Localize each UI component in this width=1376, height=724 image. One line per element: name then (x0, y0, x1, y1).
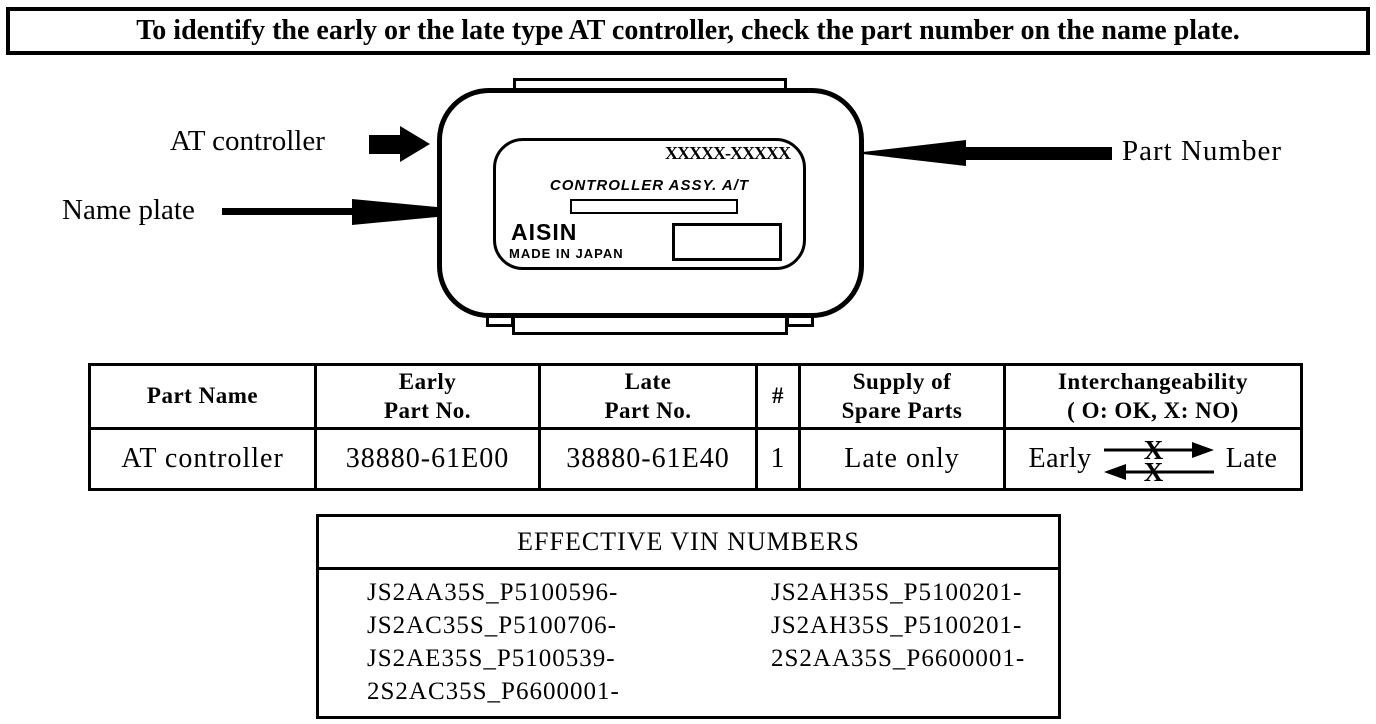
controller-assy-text: CONTROLLER ASSY. A/T (549, 177, 750, 194)
arrow-to-late-head (1191, 442, 1214, 458)
x-mark-bottom: X (1143, 457, 1164, 485)
instruction-text: To identify the early or the late type A… (136, 15, 1240, 46)
right-arrow-icon (400, 126, 430, 162)
vin-line: 2S2AA35S_P6600001- (771, 645, 1026, 672)
cell-interchangeability: Early X X Late (1003, 427, 1303, 491)
instruction-banner: To identify the early or the late type A… (6, 7, 1370, 55)
cell-early-part-no: 38880-61E00 (314, 427, 541, 491)
vin-box-title: EFFECTIVE VIN NUMBERS (319, 517, 1058, 570)
parts-table: Part Name Early Part No. Late Part No. #… (88, 363, 1303, 491)
interchangeability-arrows-icon: X X (1103, 435, 1214, 485)
part-number-label: Part Number (1122, 135, 1282, 167)
interchange-late-label: Late (1225, 443, 1278, 474)
col-header-supply: Supply of Spare Parts (798, 363, 1006, 430)
vin-box: EFFECTIVE VIN NUMBERS JS2AA35S_P5100596-… (316, 514, 1061, 719)
cell-late-part-no: 38880-61E40 (538, 427, 758, 491)
vin-line: JS2AC35S_P5100706- (367, 612, 617, 639)
interchangeability-graphic: Early X X Late (1008, 433, 1299, 485)
left-arrow-icon (854, 140, 966, 166)
nameplate-bar (570, 199, 738, 214)
right-arrow-icon (222, 208, 354, 215)
vin-line: JS2AE35S_P5100539- (367, 645, 616, 672)
col-header-interchangeability: Interchangeability ( O: OK, X: NO) (1003, 363, 1303, 430)
made-in-japan-text: MADE IN JAPAN (509, 246, 624, 261)
vin-list-left: JS2AA35S_P5100596- JS2AC35S_P5100706- JS… (367, 576, 620, 708)
cell-supply: Late only (798, 427, 1006, 491)
table-header-row: Part Name Early Part No. Late Part No. #… (88, 363, 1303, 430)
vin-line: JS2AH35S_P5100201- (771, 612, 1023, 639)
col-header-early-part-no: Early Part No. (314, 363, 541, 430)
cell-part-name: AT controller (88, 427, 317, 491)
vin-line: 2S2AC35S_P6600001- (367, 678, 620, 705)
col-header-qty: # (755, 363, 801, 430)
controller-diagram: XXXXX-XXXXX CONTROLLER ASSY. A/T AISIN M… (0, 56, 1376, 356)
interchange-early-label: Early (1028, 443, 1092, 474)
right-arrow-icon (369, 135, 400, 154)
x-mark-top: X (1143, 435, 1164, 465)
cell-qty: 1 (755, 427, 801, 491)
aisin-brand-text: AISIN (511, 219, 578, 245)
part-number-placeholder: XXXXX-XXXXX (665, 143, 791, 163)
at-controller-label: AT controller (170, 125, 325, 157)
name-plate-label: Name plate (62, 194, 195, 226)
col-header-part-name: Part Name (88, 363, 317, 430)
table-row: AT controller 38880-61E00 38880-61E40 1 … (88, 427, 1303, 491)
vin-line: JS2AA35S_P5100596- (367, 579, 619, 606)
left-arrow-icon (964, 147, 1112, 160)
vin-list-right: JS2AH35S_P5100201- JS2AH35S_P5100201- 2S… (771, 576, 1025, 675)
nameplate-box (672, 223, 782, 261)
vin-line: JS2AH35S_P5100201- (771, 579, 1023, 606)
col-header-late-part-no: Late Part No. (538, 363, 758, 430)
arrow-to-early-head (1103, 464, 1126, 480)
